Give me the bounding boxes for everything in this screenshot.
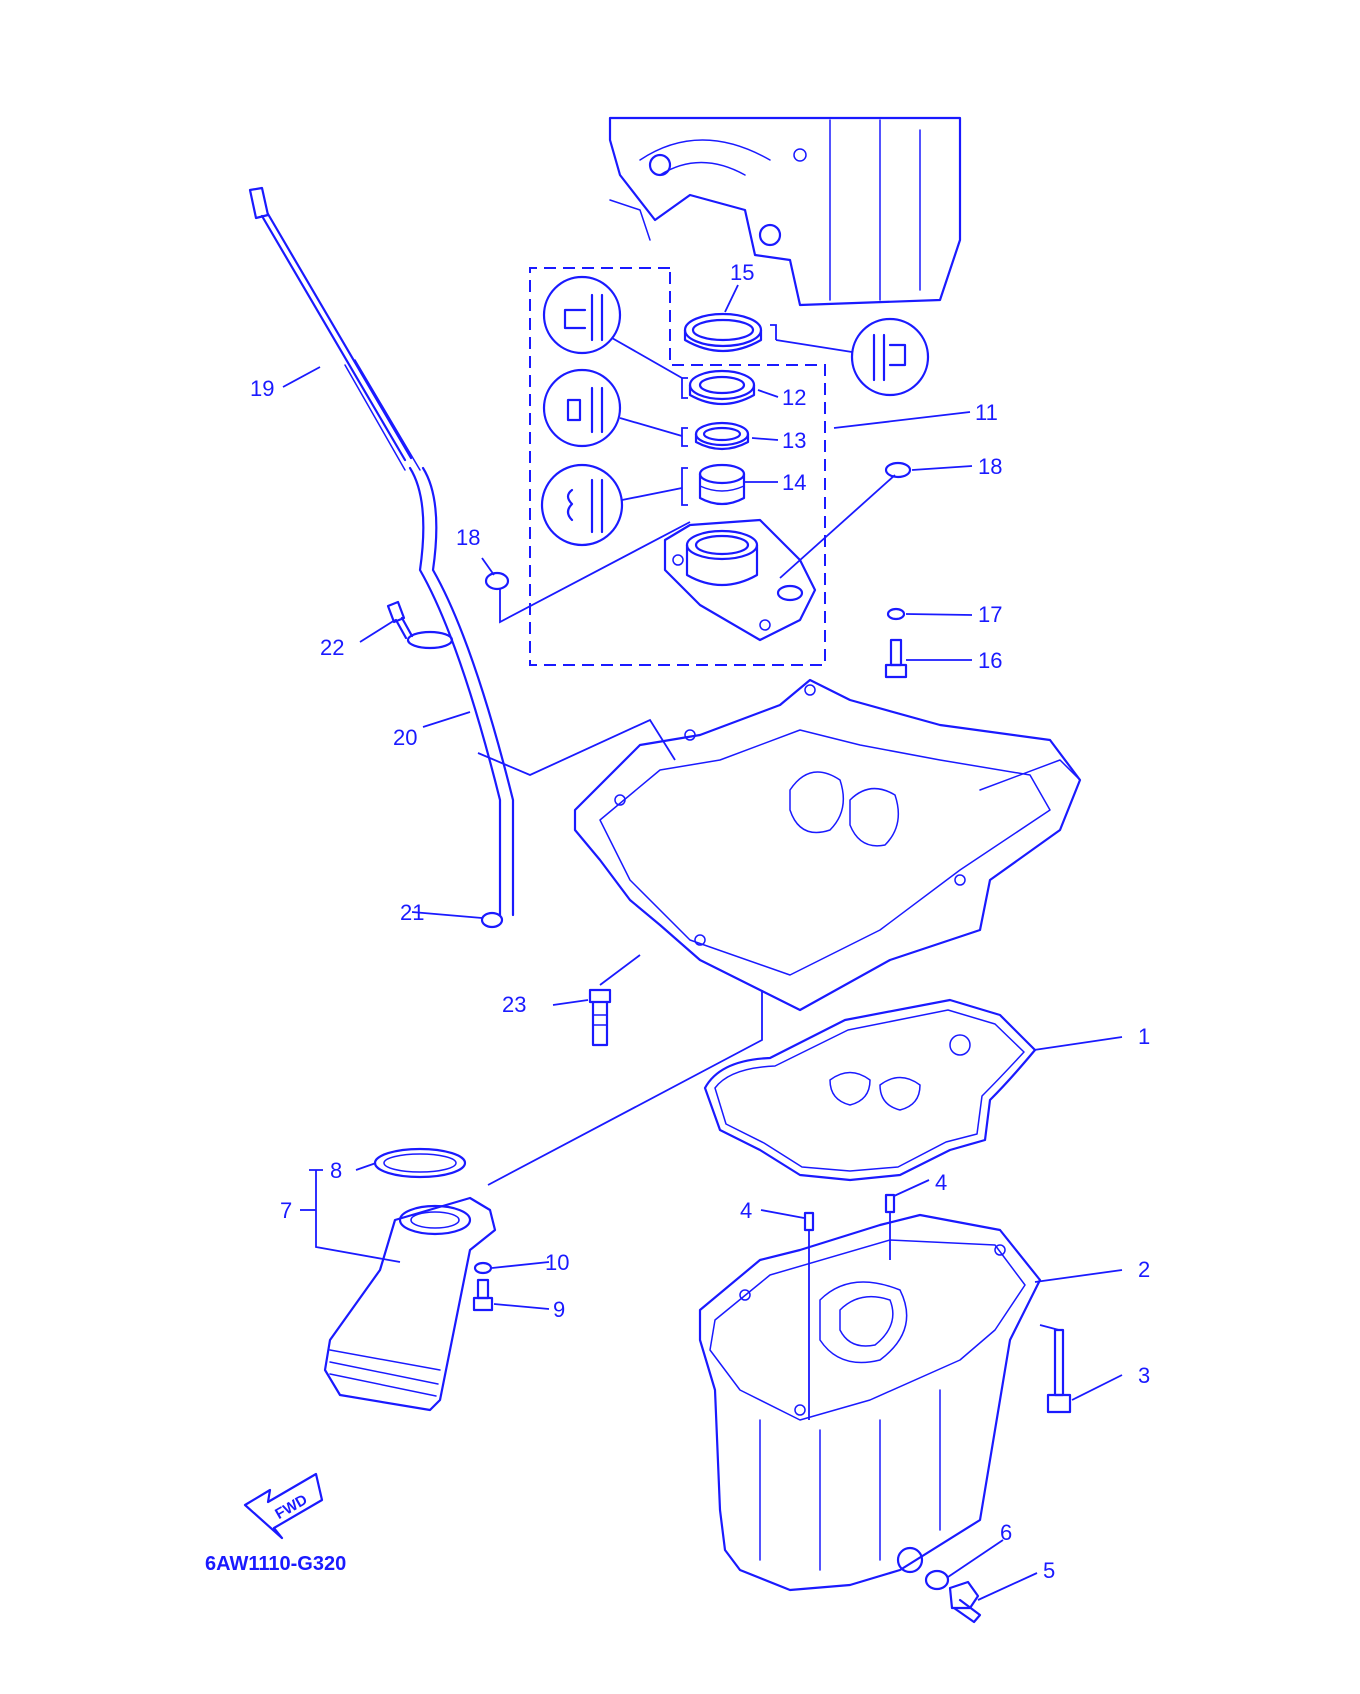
callout-15: 15 bbox=[730, 260, 754, 285]
washer-part-17 bbox=[886, 607, 906, 621]
dowel-pin-part-4-left bbox=[803, 1211, 815, 1232]
callout-12: 12 bbox=[782, 385, 806, 410]
gasket-part-8 bbox=[373, 1147, 467, 1179]
callout-4-right: 4 bbox=[935, 1170, 947, 1195]
dipstick-part-19 bbox=[248, 186, 421, 471]
callout-2: 2 bbox=[1138, 1257, 1150, 1282]
callout-4-left: 4 bbox=[740, 1198, 752, 1223]
diagram-code: 6AW1110-G320 bbox=[205, 1553, 346, 1575]
callout-1: 1 bbox=[1138, 1024, 1150, 1049]
o-ring-part-21 bbox=[480, 911, 504, 929]
seal-housing-part bbox=[663, 518, 817, 642]
oil-strainer-part-7 bbox=[323, 1196, 497, 1412]
bolt-part-16 bbox=[884, 638, 908, 679]
oil-pan-part-2 bbox=[698, 1213, 1042, 1592]
callout-23: 23 bbox=[502, 992, 526, 1017]
seal-part-13 bbox=[681, 421, 750, 451]
callout-6: 6 bbox=[1000, 1520, 1012, 1545]
callout-18-right: 18 bbox=[978, 454, 1002, 479]
seal-part-14 bbox=[681, 463, 746, 506]
callout-5: 5 bbox=[1043, 1558, 1055, 1583]
fitting-part-23 bbox=[588, 988, 612, 1047]
dipstick-guide-part-20 bbox=[406, 466, 515, 917]
detail-circle-seal-12 bbox=[542, 275, 683, 379]
callout-21: 21 bbox=[400, 900, 424, 925]
callout-22: 22 bbox=[320, 635, 344, 660]
callout-7: 7 bbox=[280, 1198, 292, 1223]
detail-circle-seal-14 bbox=[540, 463, 683, 547]
callout-18-left: 18 bbox=[456, 525, 480, 550]
drain-bolt-part-5 bbox=[948, 1580, 982, 1624]
gasket-part-1 bbox=[703, 998, 1037, 1182]
callout-13: 13 bbox=[782, 428, 806, 453]
callout-16: 16 bbox=[978, 648, 1002, 673]
detail-circle-seal-13 bbox=[542, 368, 683, 448]
callout-9: 9 bbox=[553, 1297, 565, 1322]
callout-14: 14 bbox=[782, 470, 806, 495]
callout-10: 10 bbox=[545, 1250, 569, 1275]
bolt-part-3 bbox=[1046, 1328, 1072, 1414]
dowel-pin-part-4-right bbox=[884, 1193, 896, 1214]
callout-19: 19 bbox=[250, 376, 274, 401]
o-ring-part-18-right bbox=[884, 461, 912, 479]
assembly-11-box bbox=[529, 267, 826, 666]
seal-part-12 bbox=[681, 369, 756, 405]
forward-direction-arrow: FWD bbox=[243, 1472, 324, 1540]
callout-17: 17 bbox=[978, 602, 1002, 627]
engine-block-part bbox=[608, 116, 962, 307]
callout-labels: 1 2 3 4 4 5 6 7 8 9 10 11 12 13 14 15 16… bbox=[250, 260, 1150, 1583]
callout-3: 3 bbox=[1138, 1363, 1150, 1388]
leader-lines bbox=[282, 284, 1123, 1601]
callout-8: 8 bbox=[330, 1158, 342, 1183]
upper-case-part bbox=[573, 678, 1082, 1012]
washer-part-10 bbox=[473, 1261, 493, 1275]
seal-part-15 bbox=[683, 312, 777, 353]
o-ring-part-18-left bbox=[484, 571, 510, 591]
bolt-part-22 bbox=[386, 600, 414, 640]
detail-circle-seal-15 bbox=[775, 317, 930, 397]
callout-11: 11 bbox=[975, 400, 998, 425]
callout-20: 20 bbox=[393, 725, 417, 750]
washer-part-6 bbox=[924, 1569, 950, 1591]
bolt-part-9 bbox=[472, 1278, 494, 1312]
